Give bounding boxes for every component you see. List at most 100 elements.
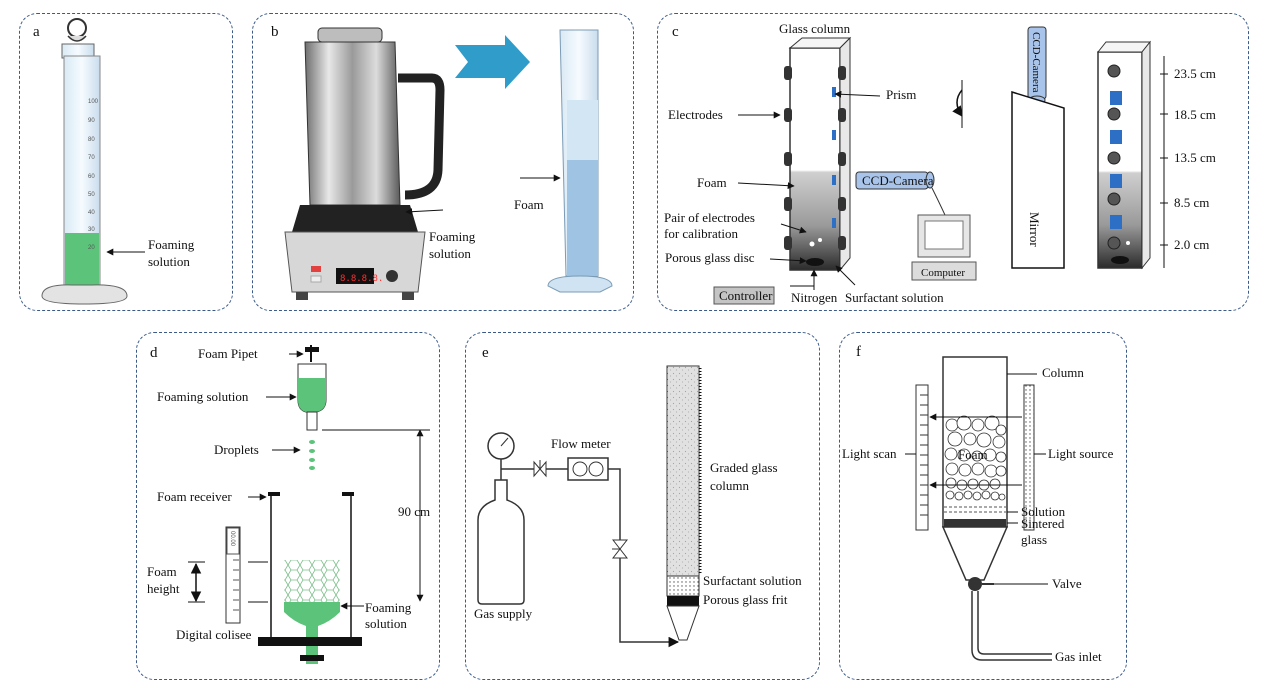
label-foam-height-1: Foam: [147, 564, 177, 579]
panel-b: b 8.8.8.8. Foaming solution Foam: [271, 24, 613, 300]
panel-f-letter: f: [856, 344, 861, 360]
process-arrow: [455, 35, 530, 89]
svg-text:30: 30: [88, 227, 95, 233]
label-controller: Controller: [719, 288, 773, 303]
label-porous-frit: Porous glass frit: [703, 592, 788, 607]
panel-d-frame: [136, 332, 440, 680]
label-digital-colisee: Digital colisee: [176, 627, 252, 642]
cylinder-with-foam: [547, 29, 613, 293]
rotation-arrow: [952, 89, 963, 117]
foam-pipet: [297, 345, 327, 431]
glass-column-view: [1096, 40, 1152, 270]
blender-display: 8.8.8.8.: [340, 274, 383, 284]
blender: 8.8.8.8.: [284, 27, 445, 300]
label-surfactant-c: Surfactant solution: [845, 290, 944, 305]
computer: Computer: [911, 187, 977, 281]
label-sintered-1: Sintered: [1021, 516, 1065, 531]
panel-c-frame: [657, 13, 1249, 311]
label-mirror: Mirror: [1027, 212, 1042, 247]
panel-c-letter: c: [672, 24, 679, 40]
svg-text:00.00: 00.00: [229, 531, 235, 547]
label-height-3: 13.5 cm: [1174, 150, 1216, 165]
ccd-camera-horizontal: CCD-Camera: [855, 171, 935, 190]
svg-text:70: 70: [88, 155, 95, 161]
panel-f-frame: [839, 332, 1127, 680]
label-light-scan: Light scan: [842, 446, 897, 461]
label-graded-column-2: column: [710, 478, 749, 493]
label-column: Column: [1042, 365, 1084, 380]
foaming-liquid: [65, 233, 99, 285]
label-foaming-solution-d2: Foaming: [365, 600, 412, 615]
label-foam-c: Foam: [697, 175, 727, 190]
label-ccd-camera-vertical: CCD-Camera: [1030, 32, 1042, 93]
label-calibration-2: for calibration: [664, 226, 738, 241]
panel-d-letter: d: [150, 345, 158, 361]
label-flow-meter: Flow meter: [551, 436, 611, 451]
label-calibration-1: Pair of electrodes: [664, 210, 755, 225]
label-foam-pipet: Foam Pipet: [198, 346, 258, 361]
label-height-1: 23.5 cm: [1174, 66, 1216, 81]
label-gas-supply: Gas supply: [474, 606, 533, 621]
label-foaming-solution-a2: solution: [148, 254, 190, 269]
label-computer: Computer: [921, 267, 965, 279]
light-source-bar: [1023, 384, 1035, 531]
label-height-5: 2.0 cm: [1174, 237, 1209, 252]
label-distance: 90 cm: [398, 504, 430, 519]
panel-d: d Foam Pipet Foaming solution Droplets 9…: [147, 345, 430, 664]
svg-text:90: 90: [88, 118, 95, 124]
digital-colisee: 00.00: [225, 526, 241, 624]
label-foam-height-2: height: [147, 581, 180, 596]
label-valve: Valve: [1052, 576, 1082, 591]
svg-text:60: 60: [88, 174, 95, 180]
controller-box: [713, 286, 775, 305]
panel-e: e Gas supply Flow meter Gra: [474, 345, 802, 648]
panel-b-frame: [252, 13, 634, 311]
svg-text:50: 50: [88, 192, 95, 198]
label-foaming-solution-a1: Foaming: [148, 237, 195, 252]
droplets: [309, 440, 315, 470]
panel-a-frame: [19, 13, 233, 311]
foam-receiver: [258, 492, 362, 664]
panel-c: c Glass column Prism Electrodes Foam Pai…: [664, 21, 1216, 305]
label-droplets: Droplets: [214, 442, 259, 457]
label-height-2: 18.5 cm: [1174, 107, 1216, 122]
label-foam-f: Foam: [958, 447, 988, 462]
ccd-camera-vertical: CCD-Camera: [1027, 26, 1047, 105]
label-foaming-solution-d3: solution: [365, 616, 407, 631]
label-foam-b: Foam: [514, 197, 544, 212]
label-ccd-camera: CCD-Camera: [862, 173, 934, 188]
label-porous-disc: Porous glass disc: [665, 250, 755, 265]
label-graded-column-1: Graded glass: [710, 460, 778, 475]
label-sintered-2: glass: [1021, 532, 1047, 547]
label-prism: Prism: [886, 87, 916, 102]
label-electrodes: Electrodes: [668, 107, 723, 122]
panel-b-letter: b: [271, 24, 279, 40]
label-foaming-solution-b2: solution: [429, 246, 471, 261]
svg-text:100: 100: [88, 99, 99, 105]
label-height-4: 8.5 cm: [1174, 195, 1209, 210]
graded-glass-column: [666, 365, 702, 641]
flow-meter: [567, 457, 609, 481]
label-glass-column: Glass column: [779, 21, 851, 36]
light-scan-ruler: [915, 384, 929, 531]
panel-e-letter: e: [482, 345, 489, 361]
svg-text:20: 20: [88, 245, 95, 251]
label-surfactant-e: Surfactant solution: [703, 573, 802, 588]
cylinder-scale: 100 90 80 70 60 50 40 30 20: [88, 99, 99, 251]
label-gas-inlet: Gas inlet: [1055, 649, 1102, 664]
panel-a: a 100 90 80 70 60 50 40 30 20 Foaming so…: [33, 18, 195, 305]
label-foaming-solution-b1: Foaming: [429, 229, 476, 244]
mirror: [1011, 90, 1065, 269]
glass-column-c: [784, 36, 852, 272]
graduated-cylinder: [41, 18, 128, 305]
foam-column-f: [941, 356, 1052, 661]
label-foam-receiver: Foam receiver: [157, 489, 232, 504]
svg-text:80: 80: [88, 137, 95, 143]
label-foaming-solution-d1: Foaming solution: [157, 389, 249, 404]
label-solution-f: Solution: [1021, 504, 1066, 519]
gas-cylinder: [477, 432, 525, 605]
label-light-source: Light source: [1048, 446, 1114, 461]
panel-a-letter: a: [33, 24, 40, 40]
label-nitrogen: Nitrogen: [791, 290, 838, 305]
